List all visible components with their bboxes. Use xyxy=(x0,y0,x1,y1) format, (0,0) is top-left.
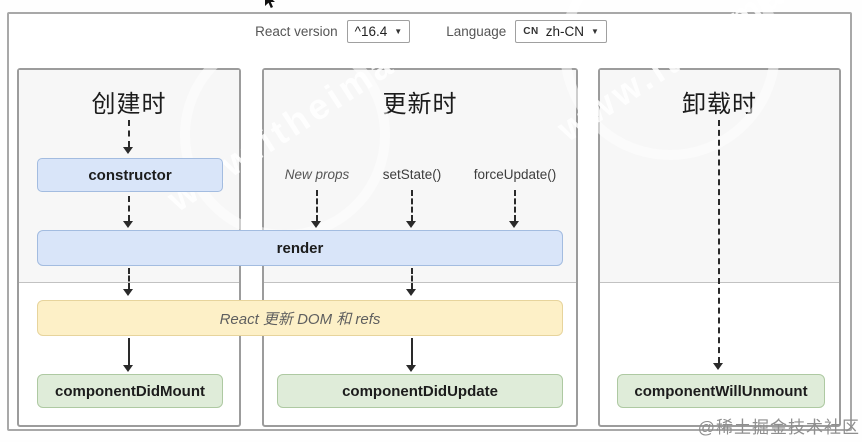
column-title-unmounting: 卸载时 xyxy=(682,91,757,118)
render-box[interactable]: render xyxy=(37,230,563,266)
language-dropdown[interactable]: CN zh-CN ▼ xyxy=(515,20,607,43)
trigger-force-update: forceUpdate() xyxy=(473,167,557,182)
language-code-badge: CN xyxy=(523,26,539,37)
arrow-line xyxy=(128,120,130,147)
mouse-cursor-icon xyxy=(265,0,275,8)
language-value: zh-CN xyxy=(545,24,584,39)
credit-watermark: @稀土掘金技术社区 xyxy=(697,418,860,437)
arrow-head xyxy=(123,221,133,228)
arrow-line xyxy=(411,268,413,289)
react-version-dropdown[interactable]: ^16.4 ▼ xyxy=(346,20,411,43)
arrow-head xyxy=(406,221,416,228)
arrow-head xyxy=(123,289,133,296)
arrow-head xyxy=(406,289,416,296)
chevron-down-icon: ▼ xyxy=(394,26,403,36)
react-version-value: ^16.4 xyxy=(354,24,388,39)
arrow-line xyxy=(411,190,413,221)
arrow-head xyxy=(406,365,416,372)
chevron-down-icon: ▼ xyxy=(590,26,599,36)
constructor-box[interactable]: constructor xyxy=(37,158,223,192)
arrow-head xyxy=(713,363,723,370)
arrow-head xyxy=(123,365,133,372)
arrow-line xyxy=(316,190,318,221)
language-label: Language xyxy=(446,24,507,39)
arrow-line xyxy=(411,338,413,365)
column-title-updating: 更新时 xyxy=(382,91,458,118)
arrow-head xyxy=(123,147,133,154)
react-updates-dom-box: React 更新 DOM 和 refs xyxy=(37,300,563,336)
component-did-update-box[interactable]: componentDidUpdate xyxy=(277,374,563,408)
component-did-mount-box[interactable]: componentDidMount xyxy=(37,374,223,408)
arrow-line xyxy=(514,190,516,221)
header-controls: React version ^16.4 ▼ Language CN zh-CN … xyxy=(0,20,862,43)
arrow-head xyxy=(311,221,321,228)
component-will-unmount-box[interactable]: componentWillUnmount xyxy=(617,374,825,408)
arrow-line xyxy=(128,338,130,365)
react-version-label: React version xyxy=(255,24,338,39)
arrow-head xyxy=(509,221,519,228)
column-title-mounting: 创建时 xyxy=(91,91,167,118)
trigger-set-state: setState() xyxy=(382,167,442,182)
arrow-line xyxy=(718,120,720,363)
trigger-new-props: New props xyxy=(284,167,350,182)
arrow-line xyxy=(128,268,130,289)
arrow-line xyxy=(128,196,130,221)
